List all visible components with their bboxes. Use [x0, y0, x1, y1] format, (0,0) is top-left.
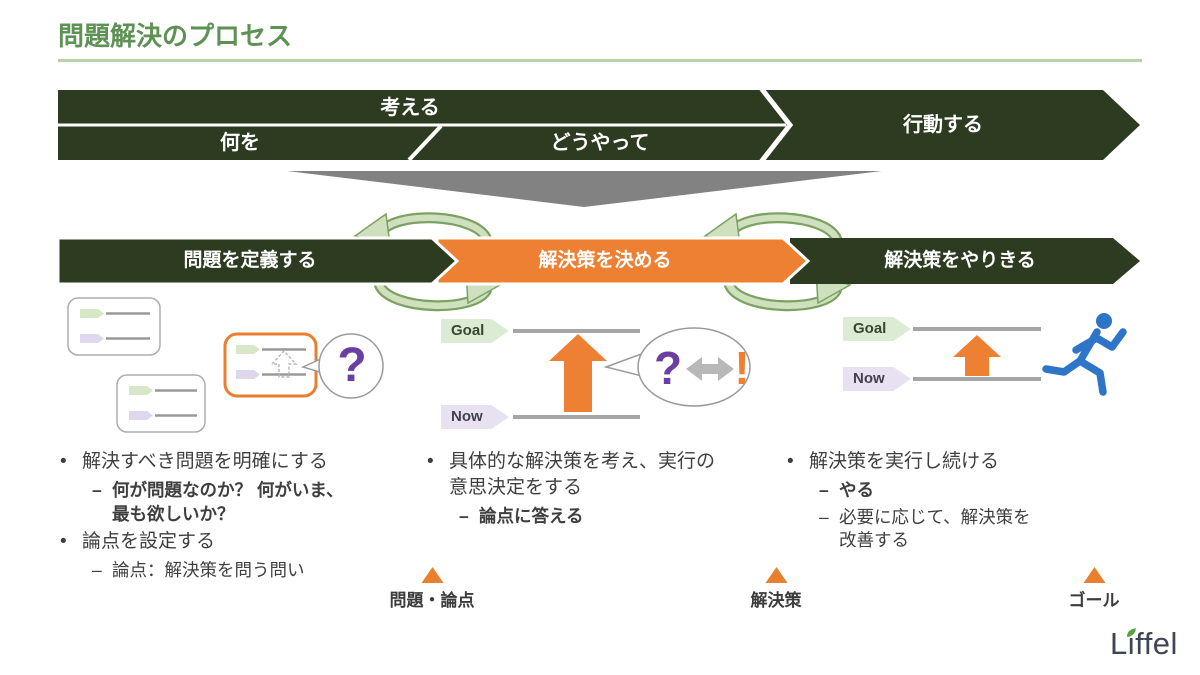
now-tag-icon — [129, 411, 153, 420]
column1-bullets: • 解決すべき問題を明確にする – 何が問題なのか？ 何がいま、最も欲しいか？ … — [60, 449, 360, 586]
bullet-marker: – — [92, 560, 102, 581]
process-chevrons — [56, 236, 1140, 286]
step3-chevron — [790, 238, 1140, 284]
now-tag-icon — [236, 370, 260, 379]
step1-label: 問題を定義する — [183, 250, 317, 271]
orange-up-arrow-icon — [549, 334, 607, 412]
dotted-up-arrow-icon — [270, 349, 298, 378]
bullet-marker: • — [427, 451, 434, 472]
title-underline — [58, 59, 1142, 62]
step1-chevron — [56, 236, 460, 286]
logo-letter: L — [1110, 626, 1128, 661]
bullet-item: – 論点：解決策を問う問い — [92, 559, 360, 583]
leaf-icon — [1126, 628, 1136, 638]
bullet-marker: • — [60, 531, 67, 553]
bullet-item: • 解決策を実行し続ける — [787, 449, 1047, 475]
bullet-text: 必要に応じて、解決策を改善する — [839, 506, 1031, 551]
bullet-marker: – — [459, 505, 469, 526]
bullet-text: 論点に答える — [479, 505, 584, 526]
milestone-label: ゴール — [1068, 591, 1120, 610]
checklist-card-selected — [223, 332, 318, 398]
column3-bullets: • 解決策を実行し続ける – やる – 必要に応じて、解決策を改善する — [787, 449, 1047, 556]
now-tag-icon — [80, 334, 104, 343]
milestone-goal: ゴール — [1069, 567, 1120, 611]
gap-diagram-middle — [513, 329, 640, 419]
bullet-text: やる — [839, 479, 874, 500]
bullet-item: – 必要に応じて、解決策を改善する — [819, 506, 1047, 554]
goal-tag-icon — [129, 386, 153, 395]
milestone-label: 解決策 — [750, 591, 802, 610]
milestone-label: 問題・論点 — [389, 591, 475, 610]
checklist-card-2 — [116, 374, 206, 433]
banner-label-act: 行動する — [903, 114, 983, 136]
bullet-text: 解決すべき問題を明確にする — [82, 451, 328, 472]
banner-label-what: 何を — [220, 132, 260, 154]
bullet-item: – 論点に答える — [459, 505, 727, 529]
question-mark: ? — [653, 342, 683, 394]
logo-letter-i: i — [1126, 626, 1136, 661]
gap-diagram-right — [913, 327, 1041, 381]
question-mark: ? — [337, 339, 367, 392]
bullet-item: • 具体的な解決策を考え、実行の意思決定をする — [427, 449, 727, 501]
bullet-item: • 論点を設定する — [60, 529, 360, 555]
bullet-marker: – — [92, 479, 102, 500]
bullet-text: 論点を設定する — [82, 531, 216, 553]
orange-triangle-icon — [421, 567, 443, 583]
running-person-icon — [1042, 313, 1127, 396]
bullet-text: 解決策を実行し続ける — [809, 451, 1000, 472]
goal-tag-icon — [80, 309, 104, 318]
bullet-item: • 解決すべき問題を明確にする — [60, 449, 360, 475]
exclamation-mark: ! — [734, 342, 750, 394]
milestone-solution: 解決策 — [751, 567, 802, 611]
down-funnel-arrow-icon — [287, 171, 882, 207]
step2-label: 解決策を決める — [538, 250, 672, 271]
bullet-item: – 何が問題なのか？ 何がいま、最も欲しいか？ — [92, 479, 360, 527]
banner-chevron-divider — [759, 86, 794, 164]
bullet-marker: – — [819, 479, 829, 500]
question-bubble-1 — [300, 333, 384, 399]
bullet-item: – やる — [819, 479, 1047, 503]
orange-triangle-icon — [765, 567, 787, 583]
page-title: 問題解決のプロセス — [58, 21, 293, 51]
what-how-divider — [407, 124, 443, 162]
bullet-text: 論点：解決策を問う問い — [112, 560, 305, 581]
column2-bullets: • 具体的な解決策を考え、実行の意思決定をする – 論点に答える — [427, 449, 727, 531]
top-banner-arrow — [58, 86, 1140, 164]
bullet-text: 何が問題なのか？ 何がいま、最も欲しいか？ — [112, 479, 344, 524]
logo-letters: ffel — [1135, 626, 1178, 661]
bullet-text: 具体的な解決策を考え、実行の意思決定をする — [449, 451, 716, 498]
goal-tag-icon — [236, 345, 260, 354]
question-exclamation-bubble — [603, 327, 751, 407]
bullet-marker: • — [60, 451, 67, 472]
banner-label-think: 考える — [380, 97, 440, 119]
step3-label: 解決策をやりきる — [884, 250, 1036, 271]
bullet-marker: • — [787, 451, 794, 472]
bullet-marker: – — [819, 506, 829, 527]
banner-label-how: どうやって — [550, 132, 650, 154]
checklist-card-1 — [67, 297, 161, 356]
orange-triangle-icon — [1083, 567, 1105, 583]
milestone-problem: 問題・論点 — [390, 567, 475, 611]
orange-up-arrow-icon — [953, 335, 1001, 376]
double-arrow-icon — [686, 357, 734, 381]
